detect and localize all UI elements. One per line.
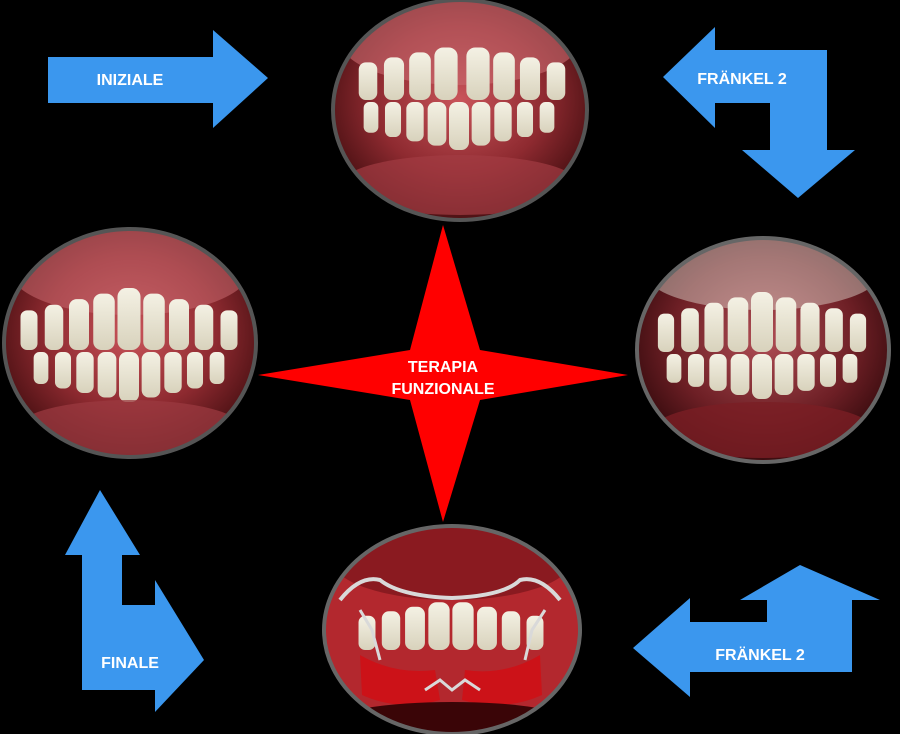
tooth <box>186 352 204 389</box>
tooth <box>471 102 491 146</box>
tooth <box>774 354 794 395</box>
tooth <box>119 352 139 402</box>
tooth <box>657 313 675 352</box>
tooth <box>381 611 401 650</box>
teeth-initial-photo <box>331 0 589 222</box>
tooth <box>730 354 750 395</box>
tooth <box>516 102 534 138</box>
tooth <box>93 293 115 350</box>
tooth <box>687 354 705 387</box>
tooth <box>825 308 843 352</box>
tooth <box>76 352 94 393</box>
tooth <box>493 52 515 100</box>
arrow-label-frankel-top: FRÄNKEL 2 <box>697 70 787 88</box>
tooth <box>363 102 379 133</box>
tooth <box>466 47 490 100</box>
arrow-frankel-top: FRÄNKEL 2 <box>663 27 855 198</box>
tooth <box>434 47 458 100</box>
tooth <box>775 297 797 352</box>
tooth <box>797 354 815 391</box>
tooth <box>519 57 541 100</box>
tooth <box>54 352 72 389</box>
tooth <box>97 352 117 398</box>
tooth <box>849 313 867 352</box>
tooth <box>427 102 447 146</box>
tooth <box>546 62 566 100</box>
tooth <box>33 352 49 384</box>
central-star: TERAPIA FUNZIONALE <box>258 225 628 522</box>
tooth <box>452 602 474 650</box>
tooth <box>143 293 165 350</box>
tooth <box>449 102 469 150</box>
tooth <box>409 52 431 100</box>
tooth <box>819 354 837 387</box>
tooth <box>141 352 161 398</box>
tooth <box>20 310 38 350</box>
tooth <box>358 615 376 650</box>
tooth <box>406 102 424 142</box>
teeth-appliance-photo <box>322 524 582 734</box>
center-label-line2: FUNZIONALE <box>391 381 494 398</box>
tooth <box>752 354 772 399</box>
tooth <box>220 310 238 350</box>
tooth <box>384 102 402 138</box>
tooth <box>405 606 425 650</box>
center-label-line1: TERAPIA <box>408 359 479 376</box>
tooth <box>164 352 182 393</box>
arrow-label-iniziale: INIZIALE <box>97 72 164 89</box>
tooth <box>704 302 724 352</box>
tooth <box>501 611 521 650</box>
arrow-frankel-bottom: FRÄNKEL 2 <box>633 565 880 697</box>
tooth <box>209 352 225 384</box>
arrow-label-finale: FINALE <box>101 655 159 672</box>
arrow-iniziale: INIZIALE <box>48 30 268 128</box>
tooth <box>169 299 189 350</box>
teeth-final-photo <box>2 227 258 459</box>
tooth <box>727 297 749 352</box>
tooth <box>494 102 512 142</box>
tooth <box>681 308 699 352</box>
arrow-finale: FINALE <box>65 490 204 712</box>
teeth-frankel-photo <box>635 236 891 464</box>
tooth <box>194 304 214 350</box>
tooth <box>666 354 682 383</box>
tooth <box>117 288 141 350</box>
tooth <box>383 57 405 100</box>
tooth <box>477 606 497 650</box>
tooth <box>428 602 450 650</box>
arrow-label-frankel-bottom: FRÄNKEL 2 <box>715 646 805 664</box>
tooth <box>800 302 820 352</box>
tooth <box>751 292 773 352</box>
tooth <box>709 354 727 391</box>
tooth <box>539 102 555 133</box>
tooth <box>44 304 64 350</box>
tooth <box>842 354 858 383</box>
tooth <box>358 62 378 100</box>
tooth <box>69 299 89 350</box>
